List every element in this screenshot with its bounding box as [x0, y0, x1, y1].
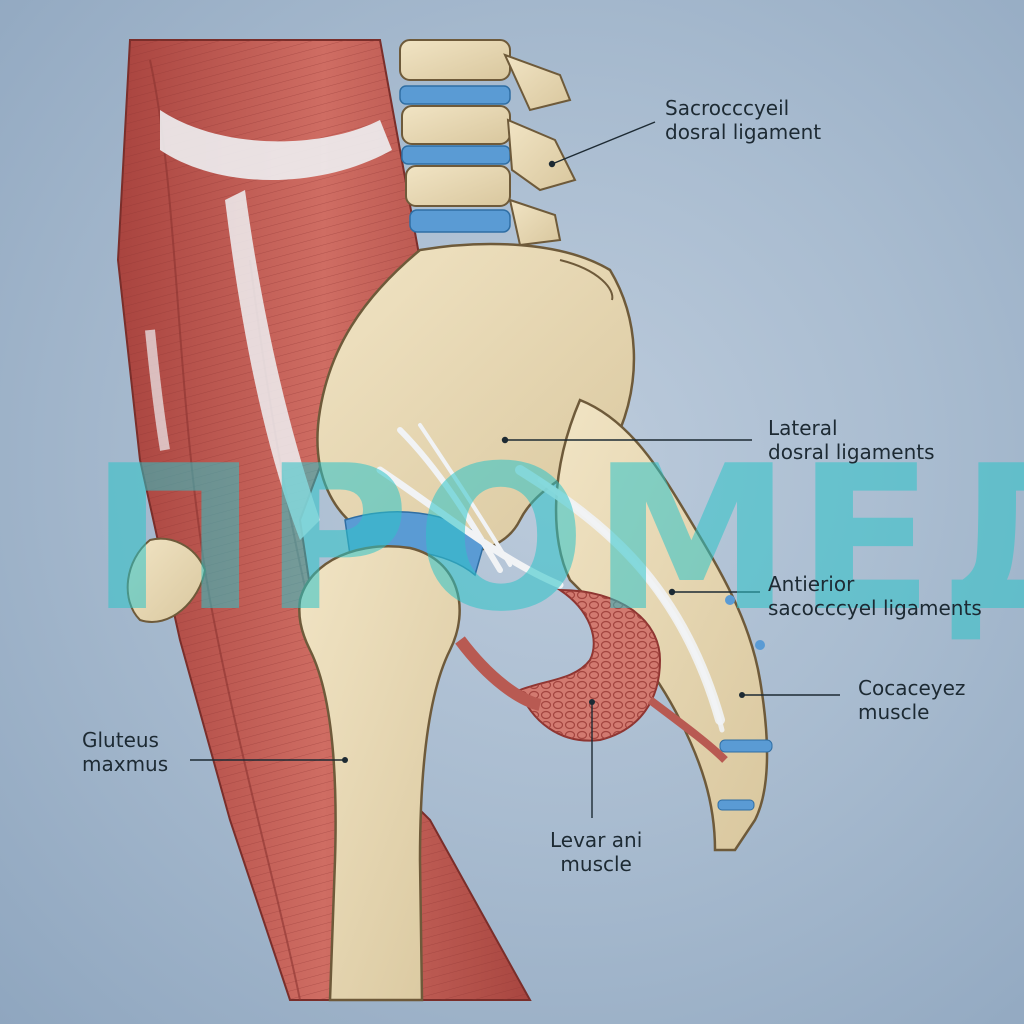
label-line: maxmus — [82, 752, 169, 776]
lateral-ligaments — [376, 423, 725, 733]
label-line: Lateral — [768, 416, 838, 440]
label-coccygeus-muscle: Cocaceyez muscle — [858, 676, 965, 724]
label-line: Sacrocccyeil — [665, 96, 790, 120]
label-anterior-sacrococcygeal-ligaments: Antierior sacocccyel ligaments — [768, 572, 982, 620]
label-sacrococcygeal-dorsal-ligament: Sacrocccyeil dosral ligament — [665, 96, 821, 144]
label-line: muscle — [858, 700, 930, 724]
label-gluteus-maximus: Gluteus maxmus — [82, 728, 168, 776]
greater-trochanter — [126, 537, 207, 623]
label-levator-ani-muscle: Levar ani muscle — [550, 828, 642, 876]
leader-lines — [190, 121, 840, 818]
fascia-band — [145, 110, 392, 540]
leader-sacrococcygeal-dorsal — [551, 121, 656, 165]
label-line: sacocccyel ligaments — [768, 596, 982, 620]
label-line: Levar ani — [550, 828, 643, 852]
label-line: muscle — [560, 852, 632, 876]
levator-ani-muscle — [455, 588, 728, 763]
label-line: Gluteus — [82, 728, 159, 752]
label-line: Antierior — [768, 572, 855, 596]
label-line: dosral ligament — [665, 120, 822, 144]
label-lateral-dorsal-ligaments: Lateral dosral ligaments — [768, 416, 935, 464]
lumbar-vertebrae — [399, 39, 577, 247]
femur-bone — [298, 545, 461, 1002]
label-line: dosral ligaments — [768, 440, 935, 464]
sacrum-coccyx — [554, 398, 773, 852]
label-line: Cocaceyez — [858, 676, 966, 700]
